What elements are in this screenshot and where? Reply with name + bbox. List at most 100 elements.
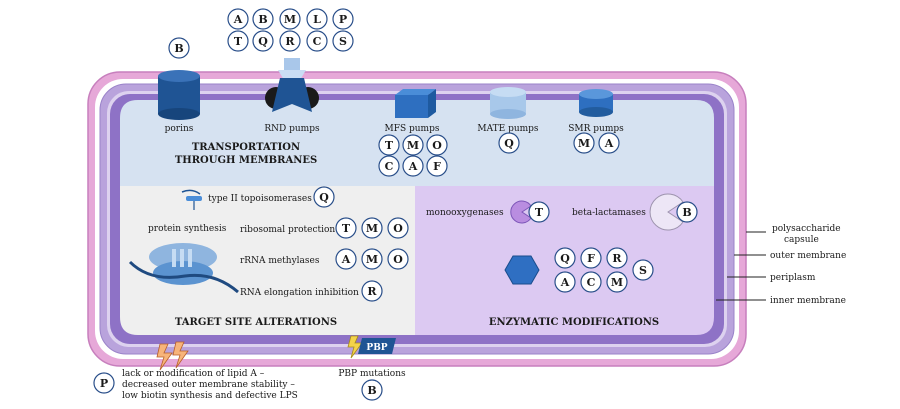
mate-label: MATE pumps <box>477 124 539 134</box>
enzymatic-heading: ENZYMATIC MODIFICATIONS <box>489 317 659 328</box>
letter-badge-text: C <box>313 35 322 48</box>
outer-membrane-label: outer membrane <box>770 251 846 261</box>
letter-badge <box>168 37 190 59</box>
letter-badge-text: P <box>100 377 108 390</box>
letter-badge-text: B <box>174 42 183 55</box>
letter-badge <box>606 247 628 269</box>
target-heading: TARGET SITE ALTERATIONS <box>175 317 337 328</box>
letter-badge <box>426 155 448 177</box>
letter-badge-text: M <box>366 222 378 235</box>
letter-badge <box>606 271 628 293</box>
mfs-label: MFS pumps <box>385 124 440 134</box>
lps-line2: decreased outer membrane stability – <box>122 380 295 390</box>
letter-badge-text: B <box>367 384 376 397</box>
letter-badge <box>335 248 357 270</box>
letter-badge <box>361 217 383 239</box>
letter-badge-text: M <box>578 137 590 150</box>
letter-badge-text: M <box>366 253 378 266</box>
pbp-lightning-icon <box>347 335 363 359</box>
letter-badge <box>676 201 698 223</box>
letter-badge <box>361 280 383 302</box>
letter-badge <box>580 247 602 269</box>
letter-badge-text: B <box>682 206 691 219</box>
letter-badge <box>378 155 400 177</box>
letter-badge <box>252 8 274 30</box>
periplasm-label: periplasm <box>770 273 816 283</box>
letter-badge <box>402 155 424 177</box>
capsule-label-line1: polysaccharide <box>772 224 841 234</box>
letter-badge-text: Q <box>319 191 329 204</box>
beta-label: beta-lactamases <box>572 208 646 218</box>
transport-heading-line1: TRANSPORTATION <box>192 142 300 153</box>
letter-badge <box>632 259 654 281</box>
letter-badge <box>573 132 595 154</box>
letter-badge <box>279 8 301 30</box>
letter-badge-text: S <box>339 35 347 48</box>
letter-badge-text: R <box>612 252 622 265</box>
smr-label: SMR pumps <box>568 124 624 134</box>
letter-badge <box>528 201 550 223</box>
letter-badge-text: T <box>385 139 394 152</box>
letter-badge-text: S <box>639 264 647 277</box>
letter-badge-text: O <box>393 222 403 235</box>
letter-badge <box>402 134 424 156</box>
letter-badge-text: R <box>285 35 295 48</box>
mate-pump-icon <box>490 87 526 119</box>
letter-badge-text: Q <box>560 252 570 265</box>
porins-label: porins <box>165 124 194 134</box>
letter-badge-text: B <box>258 13 267 26</box>
pbp-tag <box>358 338 396 354</box>
lps-line1: lack or modification of lipid A – <box>122 369 265 379</box>
letter-badge-text: M <box>407 139 419 152</box>
letter-badge <box>387 248 409 270</box>
letter-badge <box>498 132 520 154</box>
letter-badge-text: A <box>408 160 418 173</box>
letter-badge <box>426 134 448 156</box>
letter-badge-text: M <box>284 13 296 26</box>
letter-badge <box>332 30 354 52</box>
hexagon-icon <box>504 255 540 285</box>
letter-badge-text: A <box>341 253 351 266</box>
letter-badge <box>361 248 383 270</box>
letter-badge-text: Q <box>258 35 268 48</box>
lightning-icon <box>156 341 189 371</box>
protein-synthesis-label: protein synthesis <box>148 224 227 234</box>
letter-badge-text: P <box>339 13 347 26</box>
letter-badge <box>306 8 328 30</box>
letter-badge <box>580 271 602 293</box>
ribosome-icon <box>128 243 239 294</box>
letter-badge <box>387 217 409 239</box>
letter-badge <box>598 132 620 154</box>
transport-heading-line2: THROUGH MEMBRANES <box>175 155 317 166</box>
letter-badge-text: R <box>367 285 377 298</box>
letter-badge-text: C <box>385 160 394 173</box>
letter-badge-text: T <box>342 222 351 235</box>
letter-badge <box>252 30 274 52</box>
rrna-label: rRNA methylases <box>240 256 320 266</box>
inner-membrane-label: inner membrane <box>770 296 846 306</box>
letter-badge <box>378 134 400 156</box>
rnd-pump-icon <box>265 58 319 112</box>
mono-label: monooxygenases <box>426 208 504 218</box>
letter-badge-text: L <box>313 13 321 26</box>
letter-badge <box>306 30 328 52</box>
ribosomal-label: ribosomal protection <box>240 225 335 235</box>
porin-channel <box>158 70 200 120</box>
letter-badge-text: A <box>560 276 570 289</box>
letter-badge <box>313 186 335 208</box>
letter-badge-text: M <box>611 276 623 289</box>
letter-badge <box>227 30 249 52</box>
letter-badge <box>554 271 576 293</box>
letter-badge-text: T <box>535 206 544 219</box>
rnd-label: RND pumps <box>264 124 320 134</box>
letter-badge <box>335 217 357 239</box>
letter-badge-text: A <box>604 137 614 150</box>
letter-badge-text: C <box>587 276 596 289</box>
letter-badge <box>279 30 301 52</box>
smr-pump-icon <box>579 89 613 117</box>
topoisomerase-icon <box>181 189 202 210</box>
mfs-pump-icon <box>395 89 436 118</box>
letter-badge-text: A <box>233 13 243 26</box>
